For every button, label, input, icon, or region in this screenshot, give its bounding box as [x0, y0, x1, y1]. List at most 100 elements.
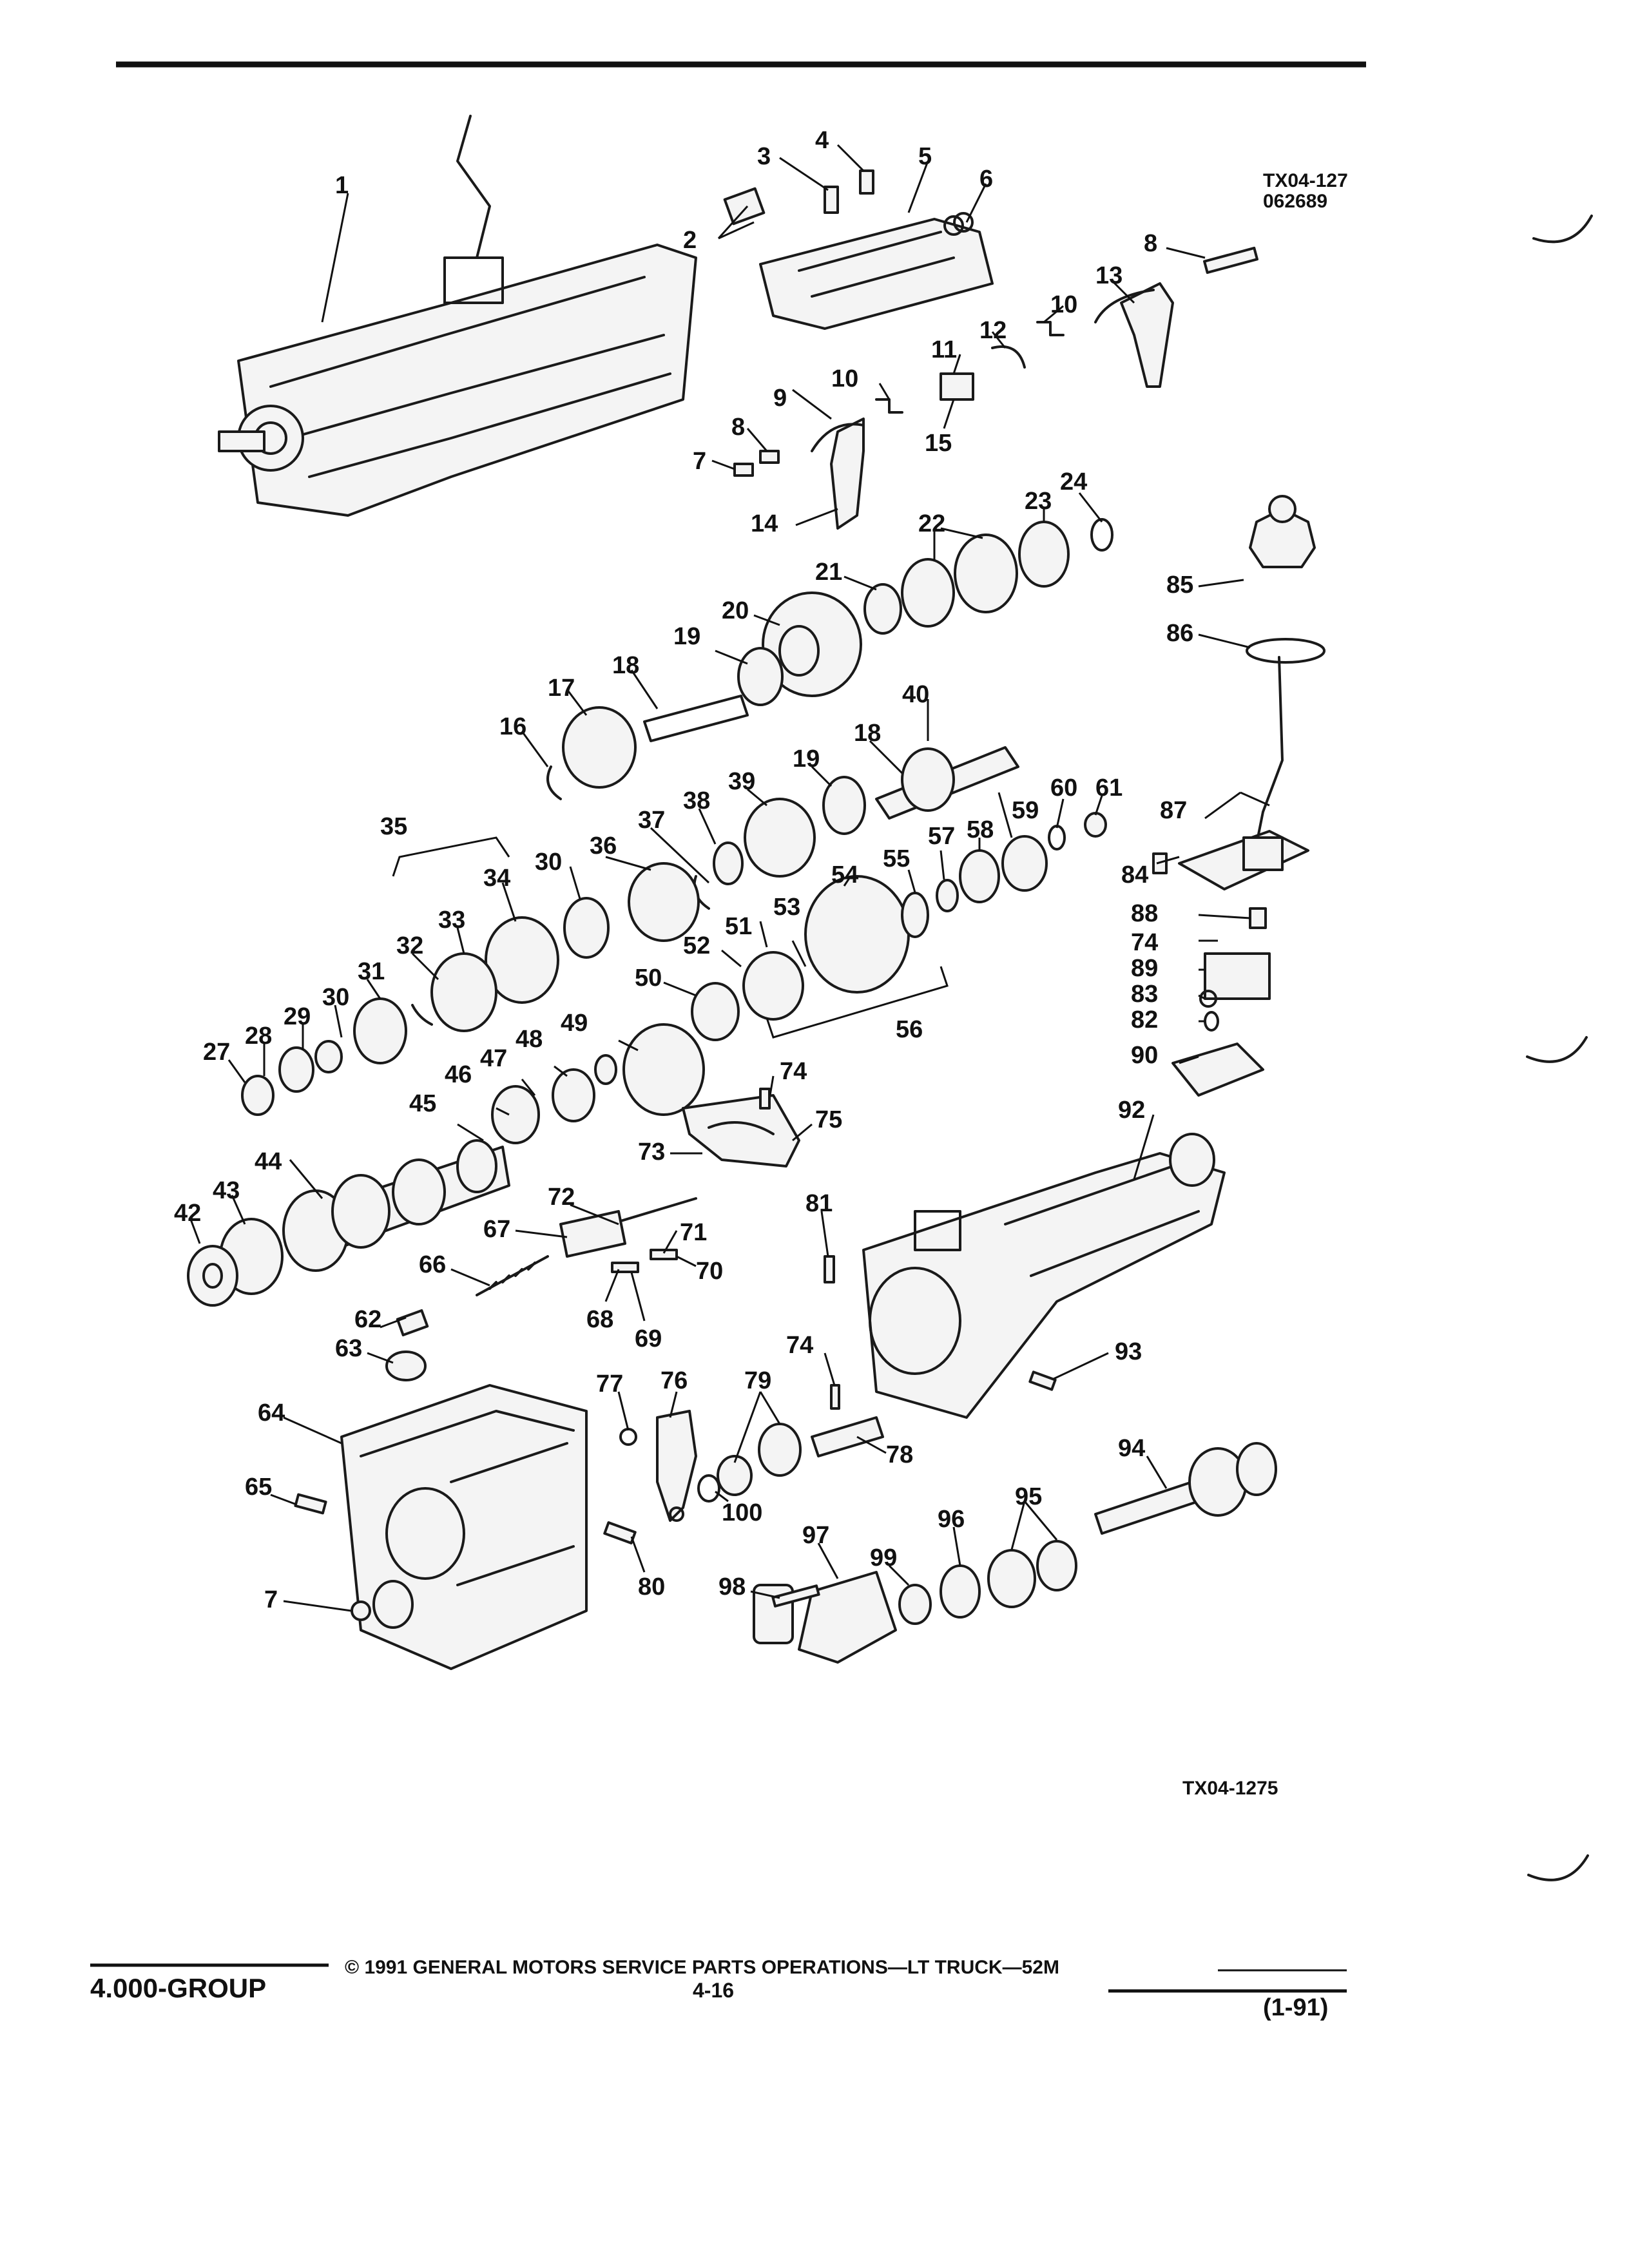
callout-7-case: 7	[264, 1586, 278, 1613]
callout-28: 28	[245, 1023, 272, 1050]
callout-numbers: 1 2 3 4 5 6 7 8 8 9 10 10 11 12 13 14 15…	[174, 127, 1193, 1613]
callout-93: 93	[1115, 1338, 1142, 1365]
callout-63: 63	[335, 1335, 362, 1362]
callout-10-lower: 10	[831, 365, 858, 392]
margin-mark-2	[1526, 1036, 1588, 1063]
assembled-transmission	[218, 115, 697, 517]
callout-75: 75	[815, 1106, 842, 1133]
figure-ref-bottom: TX04-1275	[1182, 1778, 1278, 1799]
callout-76: 76	[660, 1367, 688, 1394]
callout-7: 7	[693, 448, 706, 475]
callout-31: 31	[358, 958, 385, 985]
margin-mark-3	[1527, 1854, 1589, 1881]
callout-49: 49	[561, 1010, 588, 1037]
leader-lines	[189, 144, 1251, 1612]
callout-64: 64	[258, 1399, 285, 1427]
callout-67: 67	[483, 1216, 510, 1243]
callout-13: 13	[1095, 262, 1123, 289]
footer-group: 4.000-GROUP	[90, 1973, 266, 2003]
callout-30-right: 30	[535, 849, 562, 876]
extension-housing	[824, 1133, 1226, 1419]
callout-10-upper: 10	[1050, 291, 1077, 318]
callout-55: 55	[883, 845, 910, 872]
callout-23: 23	[1025, 488, 1052, 515]
callout-74-upper: 74	[780, 1058, 807, 1085]
callout-86: 86	[1166, 620, 1193, 647]
callout-4: 4	[815, 127, 829, 154]
callout-80: 80	[638, 1573, 665, 1600]
callout-89: 89	[1131, 955, 1158, 982]
countershaft-cluster	[187, 1139, 510, 1307]
callout-20: 20	[722, 597, 749, 624]
callout-15: 15	[925, 430, 952, 457]
shifter-assembly	[1152, 495, 1325, 1097]
footer-page: 4-16	[693, 1979, 734, 2002]
callout-78: 78	[886, 1441, 913, 1468]
callout-95: 95	[1015, 1483, 1042, 1510]
callout-53: 53	[773, 894, 800, 921]
callout-19-lower: 19	[793, 745, 820, 773]
callout-70: 70	[696, 1258, 723, 1285]
footer-edition: (1-91)	[1263, 1994, 1328, 2021]
callout-87: 87	[1160, 797, 1187, 824]
margin-mark-1	[1532, 215, 1593, 244]
callout-5: 5	[918, 143, 932, 170]
callout-14: 14	[751, 510, 778, 537]
callout-52: 52	[683, 932, 710, 959]
callout-77: 77	[596, 1370, 623, 1398]
callout-19-upper: 19	[673, 623, 700, 650]
callout-90: 90	[1131, 1042, 1158, 1069]
callout-18-upper: 18	[612, 652, 639, 679]
output-shaft-assembly	[753, 1442, 1277, 1664]
date-code: 062689	[1263, 191, 1327, 212]
callout-36: 36	[590, 832, 617, 860]
callout-1: 1	[335, 172, 349, 199]
callout-33: 33	[438, 907, 465, 934]
callout-40: 40	[902, 681, 929, 708]
callout-83: 83	[1131, 981, 1158, 1008]
callout-58: 58	[967, 816, 994, 843]
callout-3: 3	[757, 143, 771, 170]
callout-29: 29	[284, 1003, 311, 1030]
callout-85: 85	[1166, 572, 1193, 599]
callout-39: 39	[728, 768, 755, 795]
callout-44: 44	[255, 1148, 282, 1175]
callout-99: 99	[870, 1544, 897, 1571]
callout-27: 27	[203, 1039, 230, 1066]
callout-8-lower: 8	[731, 414, 745, 441]
callout-62: 62	[354, 1306, 381, 1333]
callout-6: 6	[979, 166, 993, 193]
callout-84: 84	[1121, 861, 1148, 889]
callout-43: 43	[213, 1177, 240, 1204]
callout-37: 37	[638, 807, 665, 834]
callout-71: 71	[680, 1219, 707, 1246]
callout-81: 81	[805, 1190, 833, 1217]
callout-50: 50	[635, 965, 662, 992]
callout-32: 32	[396, 932, 423, 959]
callout-48: 48	[516, 1026, 543, 1053]
callout-11: 11	[931, 336, 957, 363]
callout-34: 34	[483, 865, 510, 892]
callout-12: 12	[979, 317, 1007, 344]
callout-2: 2	[683, 227, 697, 254]
callout-46: 46	[445, 1061, 472, 1088]
figure-code: TX04-127	[1263, 170, 1348, 191]
callout-94: 94	[1118, 1435, 1145, 1462]
callout-51: 51	[725, 913, 752, 940]
callout-60: 60	[1050, 774, 1077, 802]
callout-73: 73	[638, 1139, 665, 1166]
callout-42: 42	[174, 1200, 201, 1227]
callout-65: 65	[245, 1474, 272, 1501]
callout-59: 59	[1012, 797, 1039, 824]
callout-57: 57	[928, 823, 955, 850]
callout-9: 9	[773, 385, 787, 412]
callout-54: 54	[831, 861, 858, 889]
top-cover	[723, 169, 994, 330]
callout-47: 47	[480, 1045, 507, 1072]
callout-56: 56	[896, 1016, 923, 1043]
callout-18-lower: 18	[854, 720, 881, 747]
callout-82: 82	[1131, 1006, 1158, 1033]
reverse-idler-assembly	[619, 1384, 884, 1522]
callout-24: 24	[1060, 468, 1087, 495]
